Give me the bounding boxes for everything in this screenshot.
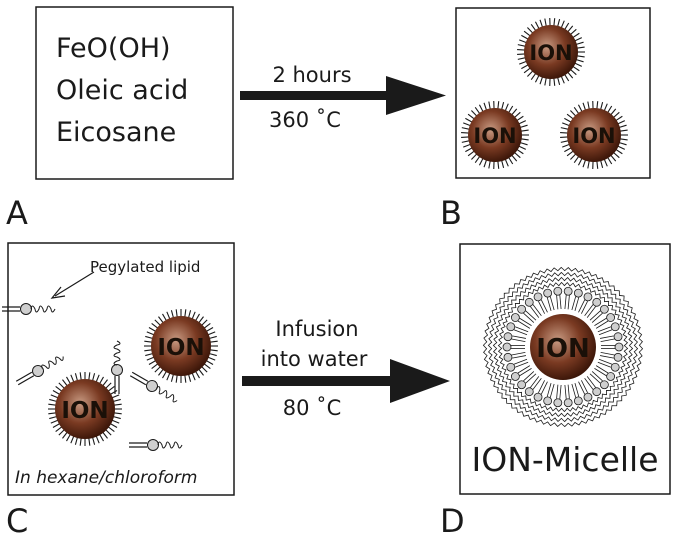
step-1-time: 2 hours: [272, 63, 351, 87]
nanoparticle-icon: ION: [530, 314, 596, 380]
reagent-1: FeO(OH): [56, 33, 171, 64]
solvent-label: In hexane/chloroform: [15, 468, 197, 488]
pegylated-lipid-icon: [111, 340, 123, 394]
nanoparticle-label: ION: [61, 398, 108, 424]
step-2-line2: into water: [261, 347, 368, 371]
panel-a-letter: A: [6, 194, 28, 232]
pegylated-lipid-icon: [15, 356, 64, 386]
nanoparticle-label: ION: [529, 41, 572, 65]
nanoparticle-icon: ION: [560, 101, 628, 169]
nanoparticle-label: ION: [157, 335, 204, 361]
panel-a-box: [35, 6, 234, 180]
micelle-caption: ION-Micelle: [471, 440, 658, 479]
nanoparticle-label: ION: [536, 334, 590, 364]
nanoparticle-label: ION: [473, 124, 516, 148]
nanoparticle-icon: ION: [144, 309, 218, 383]
reagent-3: Eicosane: [56, 117, 176, 148]
panel-b-letter: B: [440, 194, 462, 232]
step-1-temperature: 360 ˚C: [269, 108, 341, 132]
pegylated-lipid-icon: [2, 303, 56, 315]
nanoparticle-label: ION: [572, 124, 615, 148]
pegylated-lipid-icon: [129, 439, 183, 451]
panel-d-letter: D: [440, 502, 465, 538]
lipid-pointer-arrow: [50, 271, 95, 299]
step-2-line1: Infusion: [275, 317, 358, 341]
lipid-label: Pegylated lipid: [90, 258, 200, 276]
panel-d-box: [459, 243, 671, 495]
reaction-arrow-2: [242, 359, 450, 403]
nanoparticle-icon: ION: [48, 372, 122, 446]
panel-c-letter: C: [6, 502, 28, 538]
reagent-2: Oleic acid: [56, 75, 188, 106]
panel-b-box: [455, 7, 651, 179]
micelle-icon: [482, 266, 644, 428]
pegylated-lipid-icon: [129, 371, 178, 403]
reaction-arrow-1: [240, 76, 446, 115]
step-2-temperature: 80 ˚C: [283, 396, 342, 420]
nanoparticle-icon: ION: [517, 18, 585, 86]
panel-c-box: [7, 242, 235, 496]
nanoparticle-icon: ION: [461, 101, 529, 169]
